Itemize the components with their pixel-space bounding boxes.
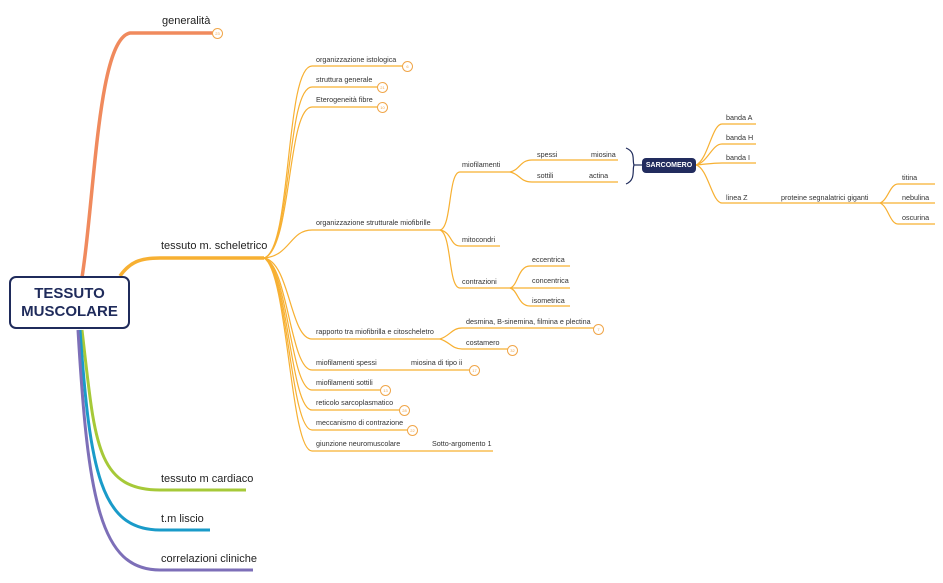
topic-organizzazione-istologica[interactable]: organizzazione istologica	[316, 55, 397, 64]
topic-miofilamenti[interactable]: miofilamenti	[462, 160, 501, 169]
topic-oscurina[interactable]: oscurina	[902, 213, 930, 222]
badge-costamero[interactable]: 32	[507, 345, 518, 356]
topic-struttura-generale[interactable]: struttura generale	[316, 75, 373, 84]
topic-mitocondri[interactable]: mitocondri	[462, 235, 496, 244]
topic-spessi[interactable]: spessi	[537, 150, 558, 159]
topic-reticolo-sarcoplasmatico[interactable]: reticolo sarcoplasmatico	[316, 398, 394, 407]
topic-miofilamenti-sottili[interactable]: miofilamenti sottili	[316, 378, 373, 387]
badge-reticolo-sarcoplasmatico[interactable]: 28	[399, 405, 410, 416]
topic-banda-h[interactable]: banda H	[726, 133, 754, 142]
topic-sottili[interactable]: sottili	[537, 171, 554, 180]
badge-organizzazione-istologica[interactable]: 6	[402, 61, 413, 72]
topic-nebulina[interactable]: nebulina	[902, 193, 930, 202]
badge-struttura-generale[interactable]: 21	[377, 82, 388, 93]
badge-meccanismo-contrazione[interactable]: 22	[407, 425, 418, 436]
topic-rapporto-citoscheletro[interactable]: rapporto tra miofibrilla e citoscheletro	[316, 327, 434, 336]
badge-eterogeneita-fibre[interactable]: 10	[377, 102, 388, 113]
topic-organizzazione-miofibrille[interactable]: organizzazione strutturale miofibrille	[316, 218, 431, 227]
topic-eccentrica[interactable]: eccentrica	[532, 255, 565, 264]
topic-miosina-tipo-ii[interactable]: miosina di tipo ii	[411, 358, 463, 367]
topic-sarcomero[interactable]: SARCOMERO	[642, 158, 696, 173]
topic-desmina[interactable]: desmina, B-sinemina, filmina e plectina	[466, 317, 591, 326]
branch-generalita[interactable]: generalità	[162, 15, 211, 27]
topic-giunzione-neuromuscolare[interactable]: giunzione neuromuscolare	[316, 439, 401, 448]
topic-actina[interactable]: actina	[589, 171, 609, 180]
topic-miofilamenti-spessi[interactable]: miofilamenti spessi	[316, 358, 377, 367]
topic-concentrica[interactable]: concentrica	[532, 276, 569, 285]
branch-tessuto-cardiaco[interactable]: tessuto m cardiaco	[161, 473, 254, 485]
branch-tessuto-scheletrico[interactable]: tessuto m. scheletrico	[161, 240, 268, 252]
topic-eterogeneita-fibre[interactable]: Eterogeneità fibre	[316, 95, 373, 104]
topic-isometrica[interactable]: isometrica	[532, 296, 565, 305]
topic-titina[interactable]: titina	[902, 173, 918, 182]
central-topic[interactable]: TESSUTO MUSCOLARE	[9, 276, 130, 329]
topic-proteine-segnalatrici[interactable]: proteine segnalatrici giganti	[781, 193, 869, 202]
badge-desmina[interactable]: 7	[593, 324, 604, 335]
topic-banda-a[interactable]: banda A	[726, 113, 753, 122]
topic-costamero[interactable]: costamero	[466, 338, 500, 347]
topic-linea-z[interactable]: linea Z	[726, 193, 748, 202]
badge-generalita[interactable]: 23	[212, 28, 223, 39]
branch-tm-liscio[interactable]: t.m liscio	[161, 513, 204, 525]
topic-contrazioni[interactable]: contrazioni	[462, 277, 497, 286]
badge-miosina-tipo-ii[interactable]: 17	[469, 365, 480, 376]
badge-miofilamenti-sottili[interactable]: 13	[380, 385, 391, 396]
topic-meccanismo-contrazione[interactable]: meccanismo di contrazione	[316, 418, 404, 427]
topic-banda-i[interactable]: banda I	[726, 153, 750, 162]
branch-correlazioni-cliniche[interactable]: correlazioni cliniche	[161, 553, 257, 565]
topic-miosina[interactable]: miosina	[591, 150, 616, 159]
topic-sotto-argomento[interactable]: Sotto-argomento 1	[432, 439, 492, 448]
